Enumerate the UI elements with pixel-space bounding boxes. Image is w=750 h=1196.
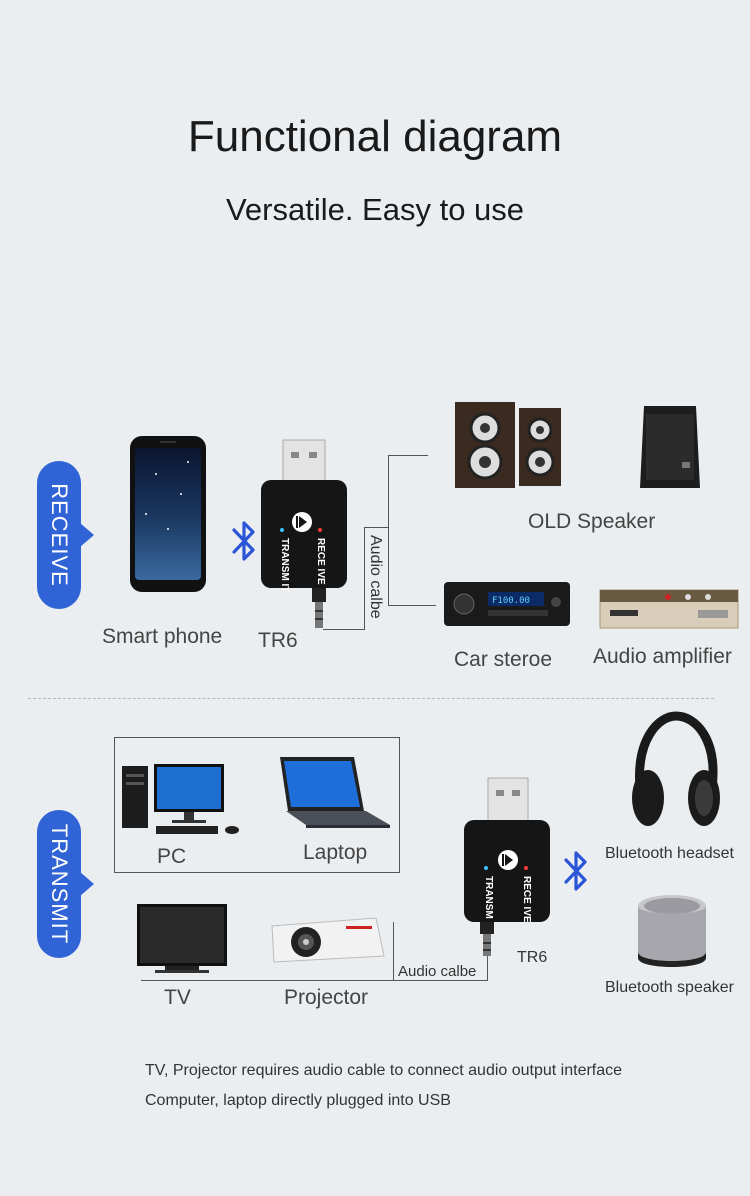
- bluetooth-headset-label: Bluetooth headset: [605, 845, 734, 862]
- tr6-transmit-text: TRANSM IT: [279, 538, 290, 592]
- audio-cable-label-transmit: Audio calbe: [398, 963, 477, 980]
- tv-label: TV: [164, 986, 191, 1009]
- note-line-1: TV, Projector requires audio cable to co…: [145, 1062, 623, 1079]
- cable-line: [393, 922, 394, 980]
- car-stereo-image: F100.00: [444, 582, 570, 626]
- bluetooth-icon: [564, 851, 587, 891]
- audio-amplifier-image: [599, 589, 739, 629]
- smart-phone-image: [130, 436, 206, 592]
- cable-line: [364, 527, 365, 630]
- smart-phone-label: Smart phone: [102, 625, 223, 648]
- page-subtitle: Versatile. Easy to use: [225, 192, 525, 227]
- receive-tag: RECEIVE: [37, 461, 94, 609]
- tr6-device-transmit: TRANSM IT RECE IVE: [464, 777, 550, 956]
- transmit-tag: TRANSMIT: [37, 810, 94, 958]
- laptop-label: Laptop: [303, 841, 368, 864]
- bluetooth-headset-image: [632, 711, 720, 826]
- tr6-receive-text: RECE IVE: [521, 876, 532, 923]
- tr6-transmit-text: TRANSM IT: [483, 876, 494, 930]
- usb-devices-group: [114, 737, 400, 873]
- projector-image: [271, 917, 385, 963]
- old-speaker-label: OLD Speaker: [528, 510, 656, 533]
- svg-text:F100.00: F100.00: [492, 596, 530, 606]
- cable-line: [364, 527, 389, 528]
- laptop-image: [280, 757, 390, 828]
- car-stereo-label: Car steroe: [454, 648, 553, 671]
- pc-image: [122, 764, 239, 834]
- cable-line: [141, 980, 488, 981]
- cable-line: [388, 455, 428, 456]
- tr6-label-transmit: TR6: [517, 949, 548, 966]
- pc-label: PC: [157, 845, 187, 868]
- bluetooth-speaker-label: Bluetooth speaker: [605, 979, 734, 996]
- tv-image: [137, 904, 227, 973]
- tr6-label-receive: TR6: [258, 629, 298, 652]
- bluetooth-icon: [232, 521, 255, 561]
- cable-line: [487, 948, 488, 981]
- audio-amplifier-label: Audio amplifier: [593, 645, 732, 668]
- note-line-2: Computer, laptop directly plugged into U…: [145, 1092, 451, 1109]
- bluetooth-speaker-image: [638, 895, 706, 967]
- transmit-tag-label: TRANSMIT: [47, 823, 72, 945]
- projector-label: Projector: [284, 986, 369, 1009]
- cable-line: [323, 629, 365, 630]
- section-divider: [28, 698, 714, 699]
- cable-line: [388, 605, 436, 606]
- page-title: Functional diagram: [187, 112, 563, 161]
- audio-cable-label-receive: Audio calbe: [367, 535, 384, 619]
- tr6-device-receive: TRANSM IT RECE IVE: [261, 439, 347, 628]
- tr6-receive-text: RECE IVE: [315, 538, 326, 585]
- receive-tag-label: RECEIVE: [47, 483, 72, 587]
- old-speaker-image: [455, 402, 561, 488]
- pa-speaker-image: [640, 406, 700, 488]
- cable-line: [388, 455, 389, 606]
